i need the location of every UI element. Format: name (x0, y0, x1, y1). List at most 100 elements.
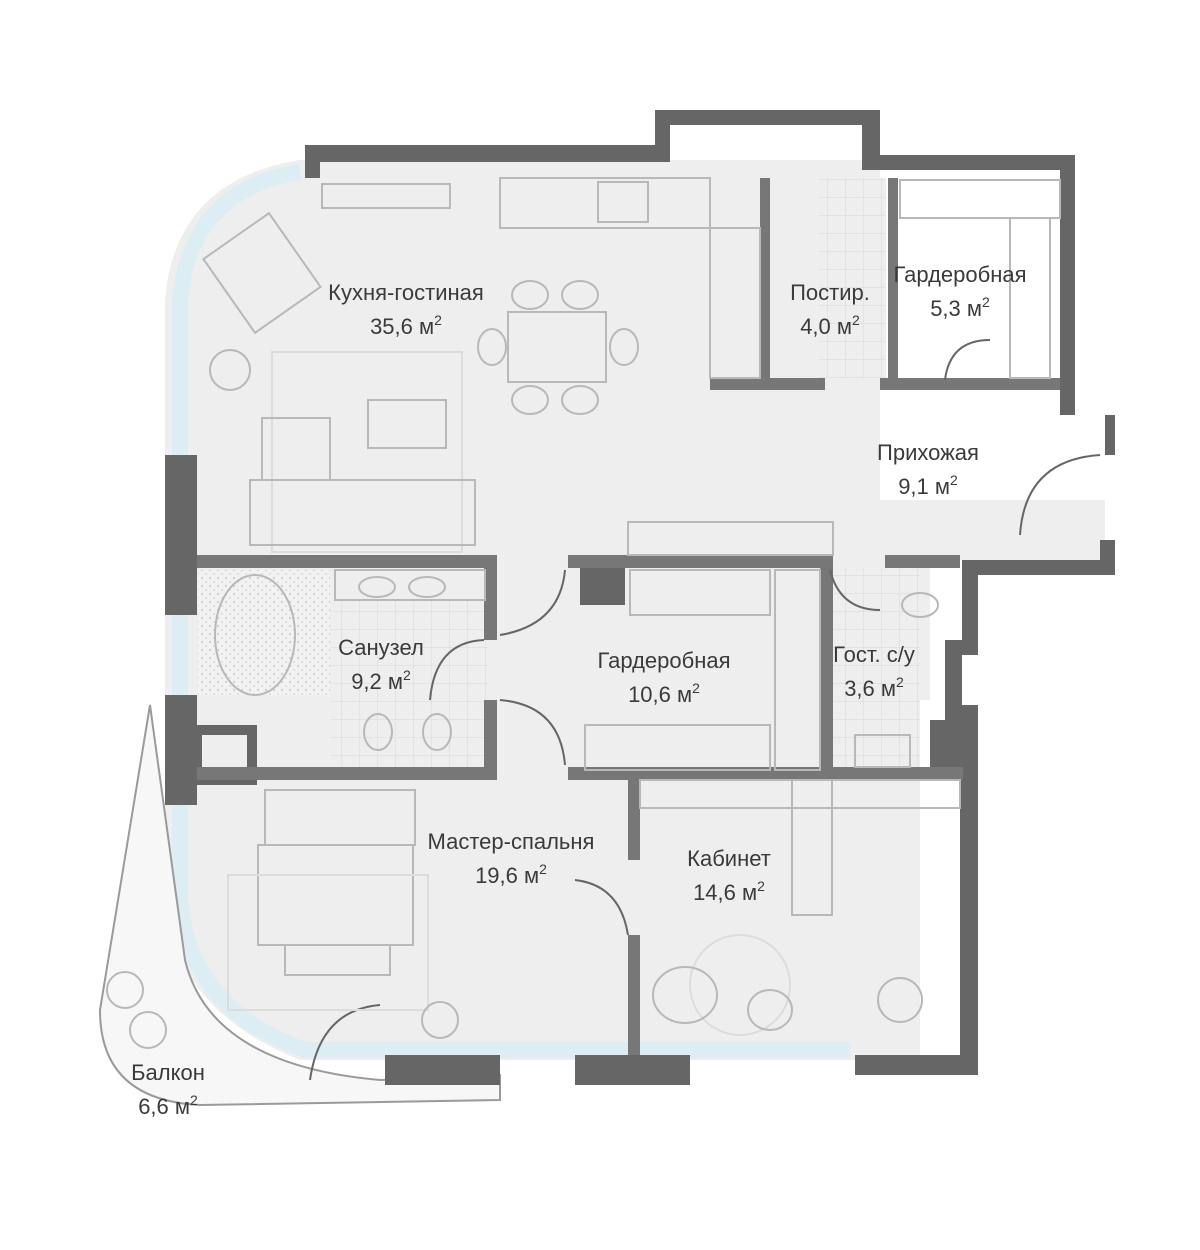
kitchen-side-counter (709, 227, 761, 379)
room-area-kitchen: 35,6 м2 (370, 312, 442, 339)
bath-mosaic (198, 570, 330, 695)
area-unit: м (419, 314, 434, 339)
basin (408, 576, 446, 598)
room-area-hall: 9,1 м2 (898, 472, 958, 499)
glazing-strip (172, 164, 850, 1058)
room-name-master-bedroom: Мастер-спальня (428, 829, 595, 854)
balcony-chair (129, 1011, 167, 1049)
room-area-master-bedroom: 19,6 м2 (475, 861, 547, 888)
area-value: 5,3 (930, 296, 967, 321)
side-table (747, 989, 793, 1031)
area-value: 10,6 (628, 682, 677, 707)
living-rug (271, 351, 463, 553)
bathtub (214, 574, 296, 696)
area-unit-power: 2 (852, 312, 860, 328)
doors (309, 339, 1101, 1081)
walls (165, 110, 1115, 1085)
room-area-guest-wc: 3,6 м2 (844, 674, 904, 701)
room-name-guest-wc: Гост. с/у (833, 642, 915, 667)
area-value: 9,1 (898, 474, 935, 499)
toilet (363, 713, 393, 751)
area-unit-power: 2 (896, 674, 904, 690)
apartment-floor (165, 160, 1105, 1060)
bench (284, 944, 391, 976)
area-value: 6,6 (138, 1094, 175, 1119)
chair (511, 280, 549, 310)
armchair (202, 211, 322, 335)
round-rug (689, 934, 791, 1036)
balcony-area (98, 704, 501, 1107)
wall-pier-south-1 (385, 1055, 500, 1085)
kitchen-counter (499, 177, 711, 229)
area-value: 9,2 (351, 669, 388, 694)
room-area-bath: 9,2 м2 (351, 667, 411, 694)
plant (877, 977, 923, 1023)
guest-toilet (901, 592, 939, 618)
laundry-tiles (818, 178, 886, 378)
room-area-balcony: 6,6 м2 (138, 1092, 198, 1119)
wall-pier-west-1 (165, 455, 197, 615)
bedroom-rug (227, 874, 429, 1011)
room-area-laundry: 4,0 м2 (800, 312, 860, 339)
area-value: 35,6 (370, 314, 419, 339)
lounge-chair (652, 966, 718, 1024)
study-cabinet (639, 779, 961, 809)
guest-basin (854, 734, 911, 768)
wall-pier-south-2 (575, 1055, 690, 1085)
small-wardrobe-shelf (899, 179, 1061, 219)
coffee-table (367, 399, 447, 449)
area-unit: м (881, 676, 896, 701)
wall-pier-west-2 (165, 695, 197, 805)
area-unit-power: 2 (403, 667, 411, 683)
room-name-wardrobe-large: Гардеробная (597, 648, 730, 673)
balcony-chair (106, 971, 144, 1009)
area-unit: м (837, 314, 852, 339)
furniture (106, 177, 1061, 1049)
room-area-wardrobe-small: 5,3 м2 (930, 294, 990, 321)
dining-table (507, 311, 607, 383)
room-name-bath: Санузел (338, 635, 424, 660)
room-name-study: Кабинет (687, 846, 771, 871)
area-unit-power: 2 (434, 312, 442, 328)
room-name-balcony: Балкон (131, 1060, 205, 1085)
room-name-wardrobe-small: Гардеробная (893, 262, 1026, 287)
area-unit: м (742, 880, 757, 905)
area-unit-power: 2 (757, 878, 765, 894)
area-unit-power: 2 (539, 861, 547, 877)
wardrobe-shelf-right (774, 569, 821, 771)
chair (561, 385, 599, 415)
area-unit-power: 2 (190, 1092, 198, 1108)
hall-console (627, 521, 834, 556)
area-value: 19,6 (475, 863, 524, 888)
basin (358, 576, 396, 598)
area-unit: м (524, 863, 539, 888)
plant (209, 349, 251, 391)
area-unit: м (677, 682, 692, 707)
wardrobe-shelf-top (629, 569, 771, 616)
room-area-study: 14,6 м2 (693, 878, 765, 905)
area-unit: м (388, 669, 403, 694)
area-unit-power: 2 (982, 294, 990, 310)
area-unit-power: 2 (692, 680, 700, 696)
chair (511, 385, 549, 415)
chair (477, 328, 507, 366)
tv-unit (321, 183, 451, 209)
partitions (197, 178, 1060, 1055)
area-value: 14,6 (693, 880, 742, 905)
sofa (249, 417, 476, 546)
area-unit-power: 2 (950, 472, 958, 488)
room-area-wardrobe-large: 10,6 м2 (628, 680, 700, 707)
room-name-kitchen: Кухня-гостиная (328, 280, 484, 305)
room-name-laundry: Постир. (790, 280, 870, 305)
area-value: 3,6 (844, 676, 881, 701)
small-wardrobe-rack (1009, 217, 1051, 379)
area-unit: м (967, 296, 982, 321)
stove-icon (597, 181, 649, 223)
plant (421, 1001, 459, 1039)
area-value: 4,0 (800, 314, 837, 339)
chair (609, 328, 639, 366)
chair (561, 280, 599, 310)
vanity-counter (334, 569, 486, 601)
